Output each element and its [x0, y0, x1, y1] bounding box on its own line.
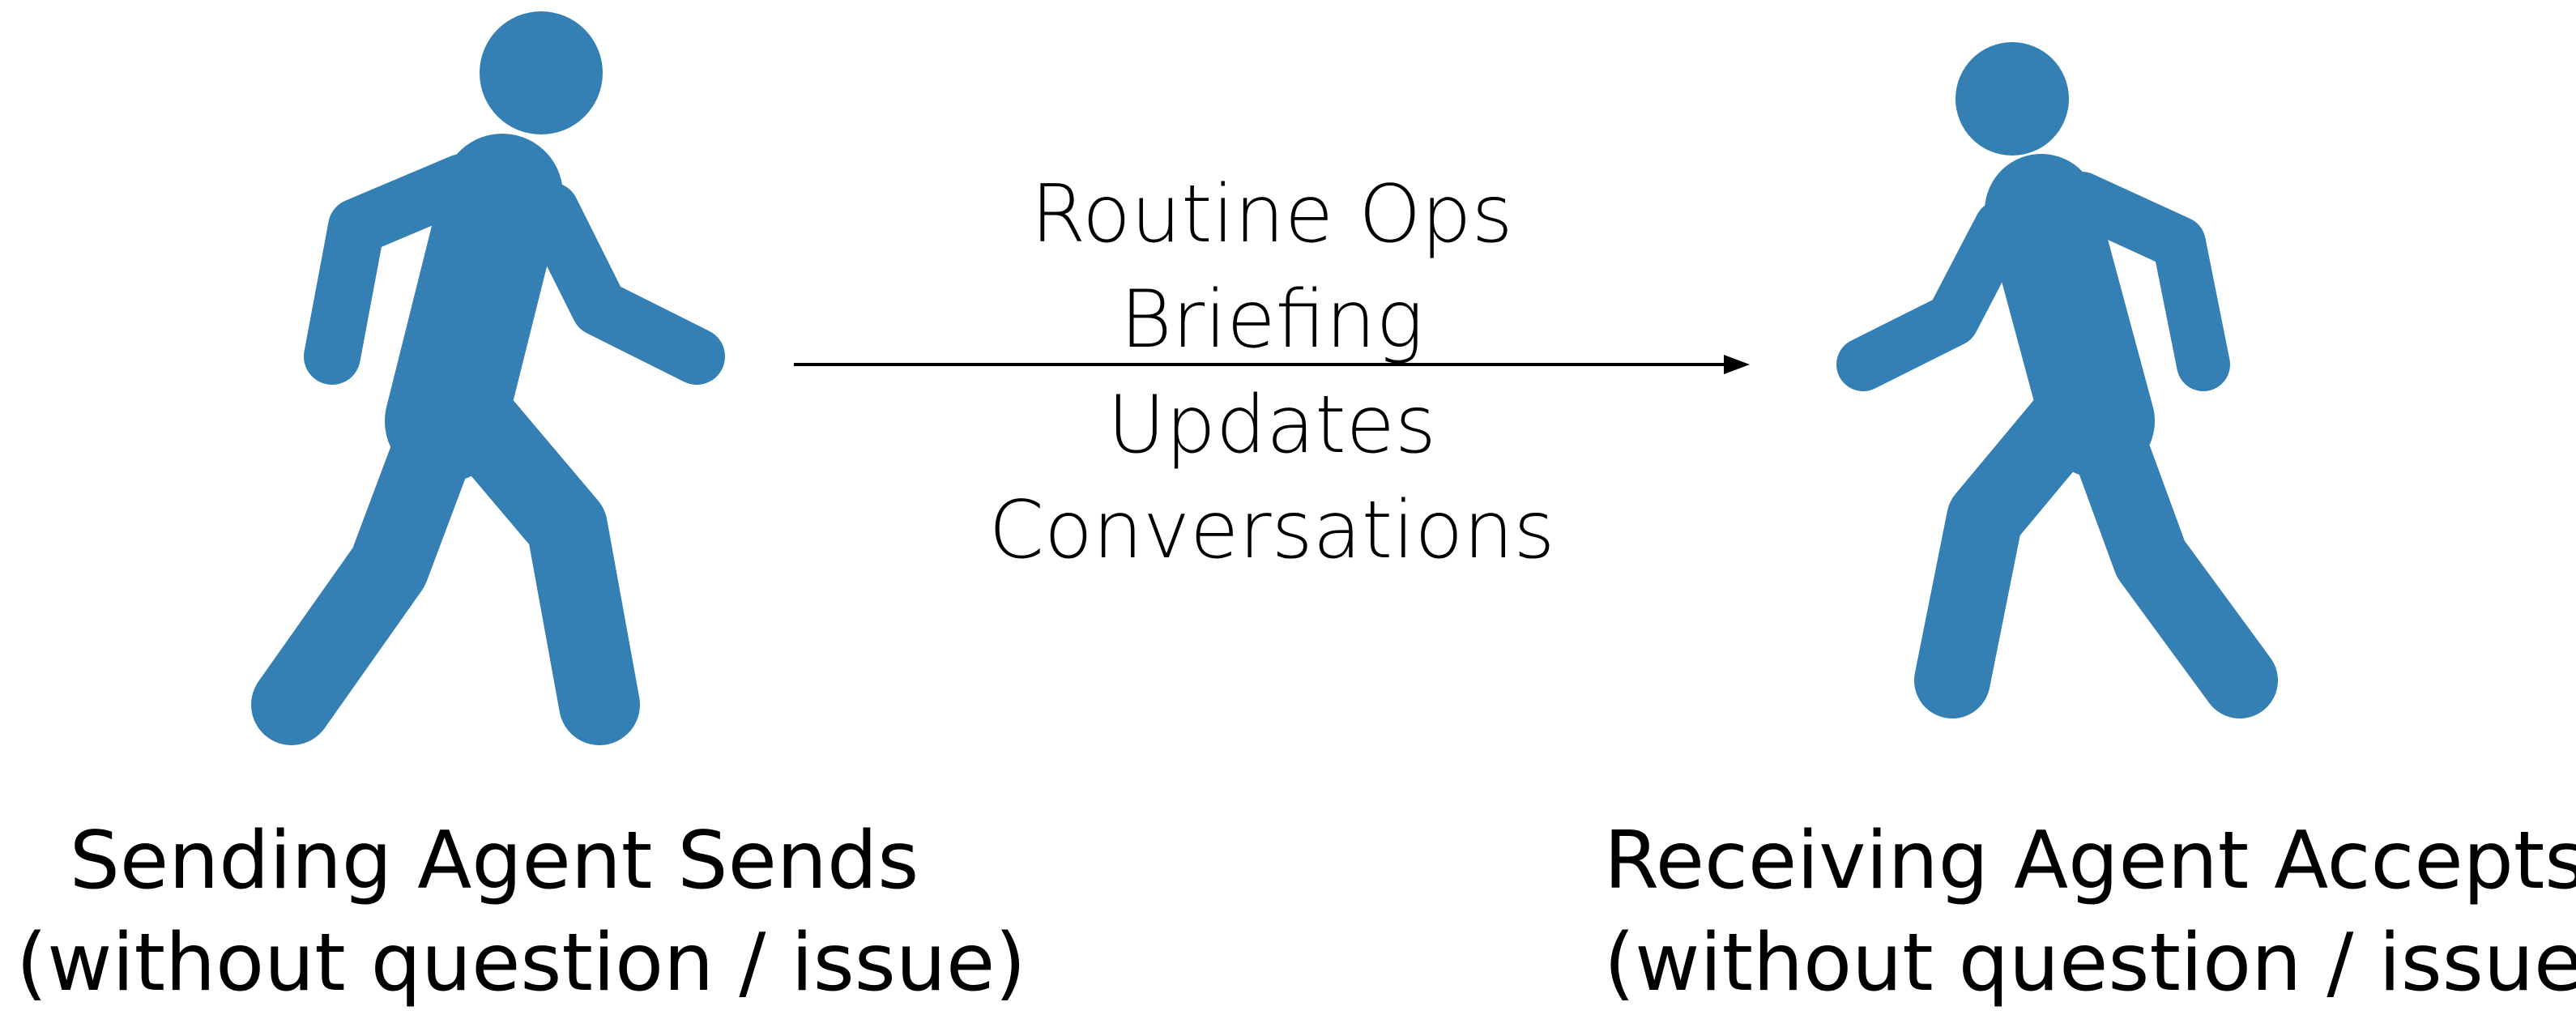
sending-agent-title: Sending Agent Sends [69, 815, 919, 907]
sending-agent-caption: Sending Agent Sends (without question / … [16, 810, 1026, 1014]
message-conversations: Conversations [988, 484, 1555, 577]
flow-arrow [794, 340, 1766, 389]
message-routine-ops: Routine Ops [1030, 168, 1513, 261]
receiving-agent-note: (without question / issue) [1604, 917, 2576, 1009]
sending-agent-walking-person-icon [243, 0, 761, 753]
receiving-agent-caption: Receiving Agent Accepts (without questio… [1604, 810, 2576, 1014]
sending-agent-note: (without question / issue) [16, 917, 1026, 1009]
message-updates: Updates [1107, 379, 1436, 471]
receiving-agent-walking-person-icon [1798, 32, 2284, 729]
receiving-agent-title: Receiving Agent Accepts [1604, 815, 2576, 907]
message-briefing: Briefing [1120, 274, 1424, 366]
message-types-list: Routine Ops Briefing Updates Conversatio… [859, 162, 1685, 583]
